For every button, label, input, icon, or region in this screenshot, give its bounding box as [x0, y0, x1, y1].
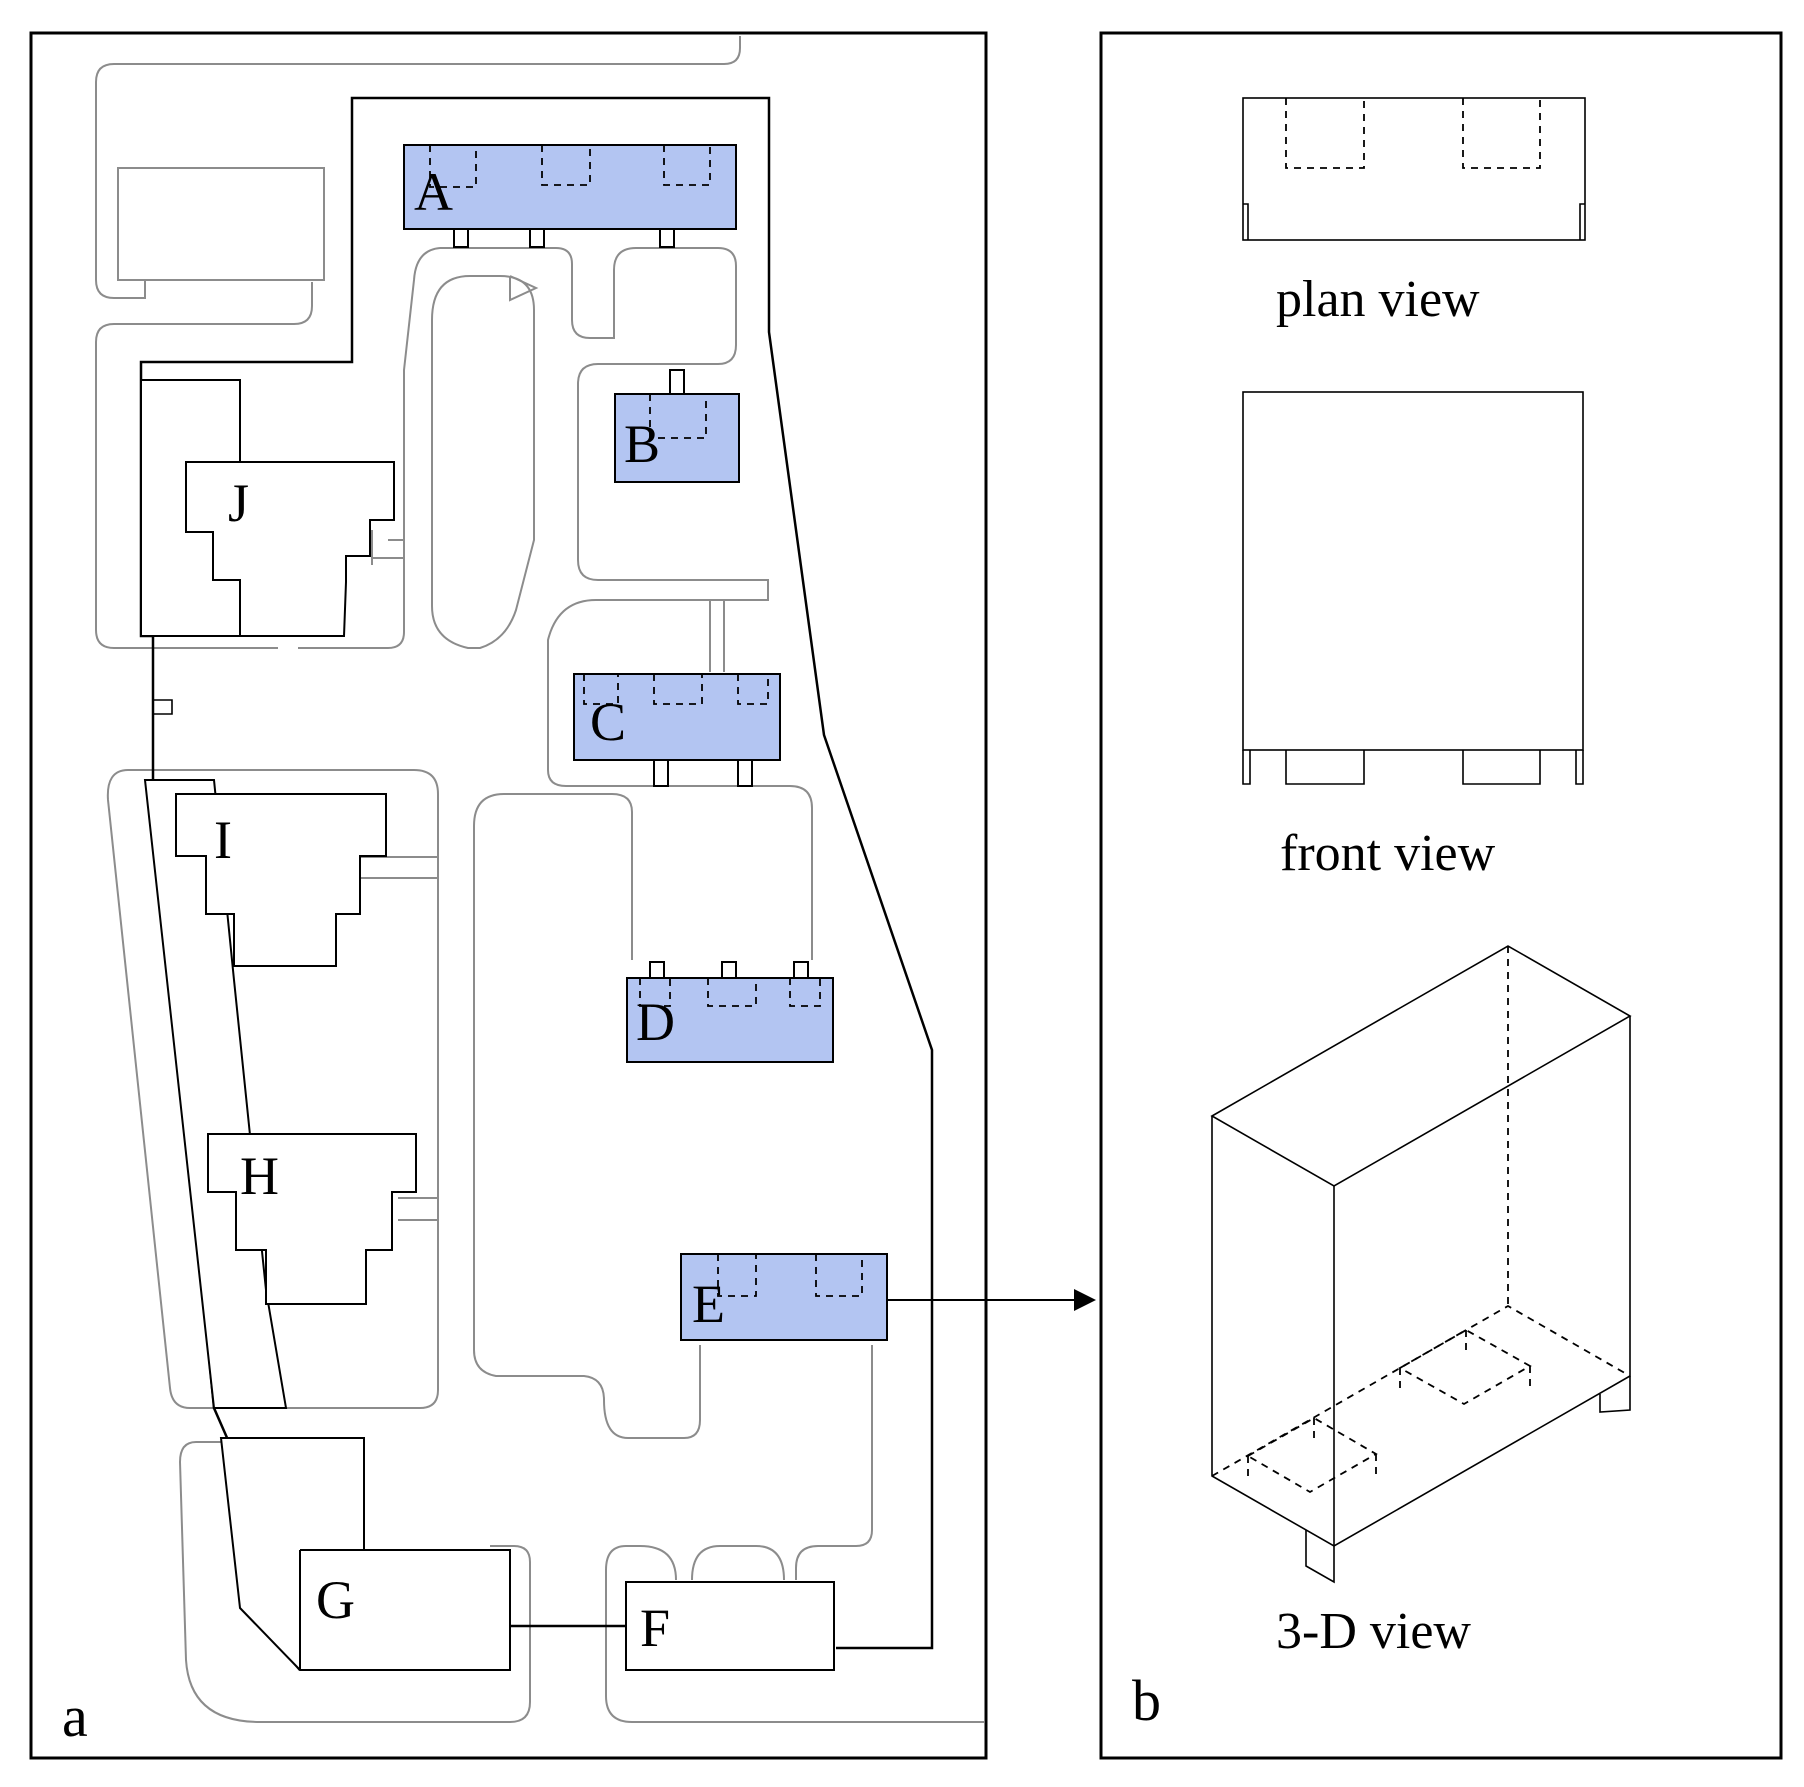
- connector-c: [737, 759, 753, 787]
- footing-outline: [639, 978, 671, 1007]
- footing-outline: [653, 674, 703, 705]
- footing-outline: [707, 978, 757, 1007]
- panel-b: plan view front view 3-D view: [1099, 31, 1783, 1760]
- footing-outline: [541, 145, 591, 186]
- building-j: J: [140, 379, 395, 637]
- connector-d: [793, 961, 809, 979]
- panel-a-label: a: [62, 1684, 88, 1749]
- panel-b-frame: [1099, 31, 1783, 1760]
- building-f-label: F: [640, 1598, 670, 1658]
- connector-a: [659, 228, 675, 248]
- building-j-label: J: [228, 473, 249, 533]
- building-e-label: E: [692, 1274, 725, 1334]
- footing-outline: [583, 674, 619, 705]
- building-e: E: [680, 1253, 888, 1341]
- building-c-label: C: [590, 692, 626, 752]
- panel-a-frame: [29, 31, 988, 1760]
- building-h-label: H: [240, 1146, 279, 1206]
- building-c: C: [573, 673, 781, 787]
- road-network: [95, 36, 984, 1723]
- building-d: D: [626, 961, 834, 1063]
- connector-a: [453, 228, 469, 248]
- connector-d: [721, 961, 737, 979]
- footing-outline: [815, 1254, 863, 1297]
- building-a-label: A: [414, 162, 453, 222]
- building-b-label: B: [624, 414, 660, 474]
- front-view-label: front view: [1280, 825, 1496, 882]
- plan-view-label: plan view: [1276, 271, 1480, 328]
- connector-c: [653, 759, 669, 787]
- panel-a: J I H G F A B C D E: [29, 31, 1096, 1760]
- plan-view-drawing: plan view: [1242, 97, 1586, 328]
- footing-outline: [737, 674, 769, 705]
- connector-b: [669, 369, 685, 395]
- building-c-footprint: [573, 673, 781, 761]
- building-g-label: G: [316, 1570, 355, 1630]
- highlighted-buildings: A B C D E: [403, 144, 888, 1341]
- building-i: I: [175, 793, 387, 967]
- building-d-label: D: [636, 992, 675, 1052]
- boundary-notch: [153, 699, 173, 715]
- building-f: F: [625, 1581, 835, 1671]
- link-arrow: [888, 1289, 1096, 1311]
- connector-d: [649, 961, 665, 979]
- front-view-drawing: front view: [1242, 391, 1584, 882]
- building-a: A: [403, 144, 737, 248]
- footing-outline: [663, 145, 711, 186]
- footing-outline: [649, 394, 707, 439]
- building-b: B: [614, 369, 740, 483]
- three-d-view-drawing: 3-D view: [1210, 945, 1632, 1660]
- footing-outline: [429, 145, 477, 188]
- connector-a: [529, 228, 545, 248]
- footing-outline: [789, 978, 821, 1007]
- building-d-footprint: [626, 977, 834, 1063]
- building-i-label: I: [214, 810, 232, 870]
- panel-b-label: b: [1132, 1668, 1161, 1733]
- building-e-footprint: [680, 1253, 888, 1341]
- three-d-view-label: 3-D view: [1276, 1603, 1471, 1660]
- building-h: H: [207, 1133, 417, 1305]
- building-g: G: [219, 1437, 511, 1671]
